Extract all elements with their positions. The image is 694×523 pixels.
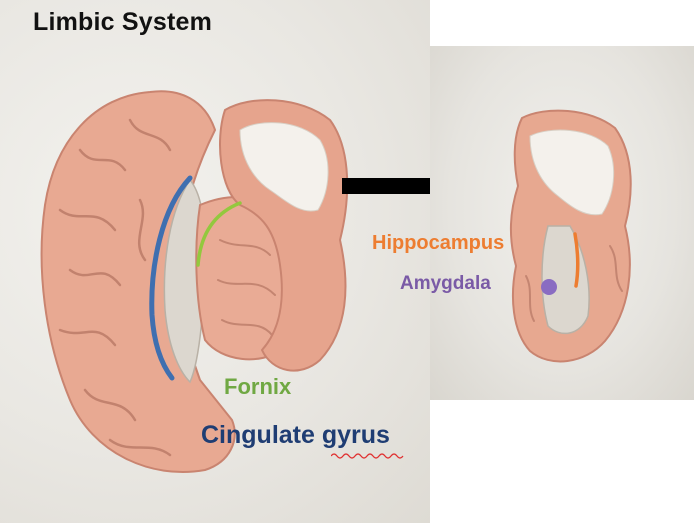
temporal-section-drawing	[509, 109, 632, 363]
section-white-matter	[529, 129, 615, 216]
hippocampus-highlight	[573, 232, 580, 288]
amygdala-marker	[541, 279, 557, 295]
arrow-right-icon	[342, 178, 430, 194]
coronal-white-matter	[239, 122, 329, 212]
amygdala-label: Amygdala	[400, 273, 491, 294]
hippocampus-label: Hippocampus	[372, 232, 505, 254]
figure-title: Limbic System	[33, 8, 213, 36]
cingulate-gyrus-highlight	[149, 175, 193, 381]
temporal-section-photo	[430, 46, 694, 400]
fornix-highlight	[196, 201, 242, 267]
cingulate-gyrus-label: Cingulate gyrus	[201, 421, 390, 449]
brain-model-photo	[0, 0, 430, 523]
spellcheck-underline	[331, 453, 404, 459]
brain-model-drawing	[40, 90, 430, 473]
fornix-label: Fornix	[224, 374, 292, 399]
